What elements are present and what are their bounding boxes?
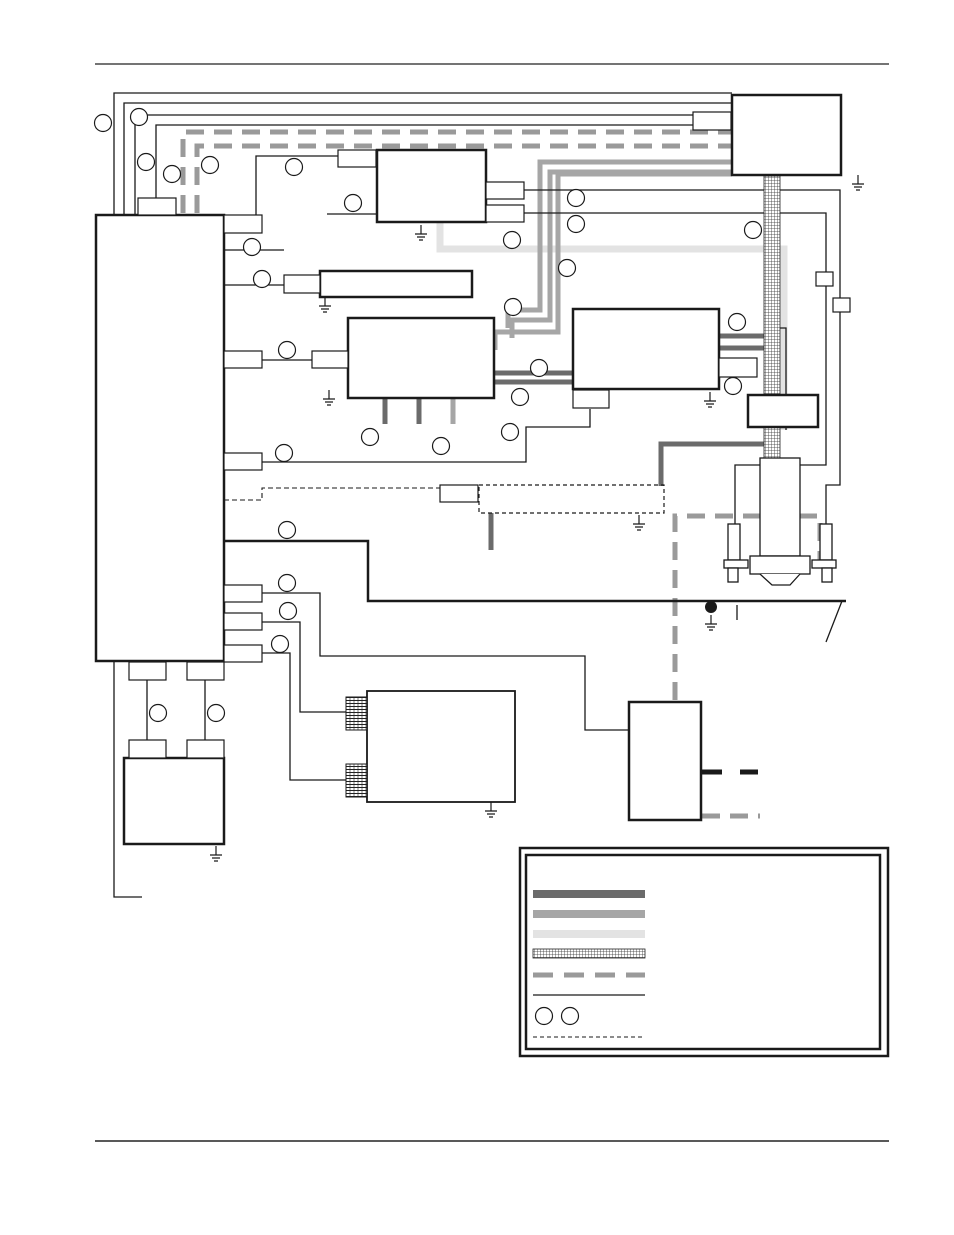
ground-symbol — [415, 225, 427, 241]
connector — [223, 452, 263, 471]
connector — [223, 644, 263, 663]
callout-circle — [727, 312, 747, 332]
callout-circle — [270, 634, 290, 654]
upper-center-module — [375, 148, 488, 224]
callout-circle — [274, 443, 294, 463]
connector — [223, 214, 263, 234]
callout-circle — [566, 188, 586, 208]
dashed-wire — [224, 487, 440, 501]
connector — [718, 357, 758, 378]
callout-circle — [206, 703, 226, 723]
callout-circle — [136, 152, 156, 172]
callout-circle — [431, 436, 451, 456]
connector — [128, 661, 167, 681]
middle-right-module — [571, 307, 721, 391]
callout-circle — [93, 113, 113, 133]
callout-circle — [557, 258, 577, 278]
connector — [186, 739, 225, 759]
callout-circle — [162, 164, 182, 184]
ground-symbol — [319, 297, 331, 313]
legend — [518, 846, 890, 1058]
middle-left-module — [346, 316, 496, 400]
main-controller-board — [94, 213, 226, 663]
connector — [485, 181, 525, 200]
lower-left-module — [122, 756, 226, 846]
callout-circle — [510, 387, 530, 407]
callout-circle — [277, 340, 297, 360]
callout-circle — [252, 269, 272, 289]
ground-symbols — [210, 175, 864, 862]
ground-symbol — [323, 390, 335, 406]
connector — [485, 204, 525, 223]
callout-circle — [277, 573, 297, 593]
callout-circle — [529, 358, 549, 378]
callout-circles — [93, 107, 763, 723]
dashed-outline-module — [478, 484, 665, 514]
callout-circle — [503, 297, 523, 317]
legend-swatch-callout — [534, 1006, 554, 1026]
connector — [337, 149, 377, 168]
components — [94, 93, 843, 846]
callout-circle — [502, 230, 522, 250]
callout-circle — [129, 107, 149, 127]
connector — [223, 584, 263, 603]
ground-symbol — [485, 802, 497, 818]
connectors — [128, 111, 851, 759]
legend-swatch-ribbon — [532, 948, 646, 959]
callout-circle — [148, 703, 168, 723]
connector — [815, 271, 834, 287]
ground-symbol — [633, 515, 645, 531]
connector — [223, 350, 263, 369]
chassis-ground-wire — [224, 539, 846, 603]
callout-circle — [343, 193, 363, 213]
bottom-right-module — [627, 700, 703, 822]
callout-circle — [500, 422, 520, 442]
pin-connector — [345, 696, 368, 731]
connector — [186, 661, 225, 681]
connector — [223, 612, 263, 631]
connector — [283, 274, 321, 294]
legend-frame-inner — [524, 853, 882, 1051]
callout-circle — [278, 601, 298, 621]
ground-lug — [705, 601, 717, 613]
bottom-center-module — [366, 690, 516, 803]
connector — [572, 389, 610, 409]
callout-circle — [284, 157, 304, 177]
connector — [439, 484, 479, 503]
callout-circle — [200, 155, 220, 175]
callout-circle — [723, 376, 743, 396]
callout-circle — [277, 520, 297, 540]
ground-symbol — [704, 392, 716, 408]
legend-swatch-callout — [560, 1006, 580, 1026]
connector — [692, 111, 732, 131]
ground-symbol — [852, 175, 864, 191]
connector — [128, 739, 167, 759]
callout-circle — [242, 237, 262, 257]
monitor-mount-assembly — [723, 457, 837, 586]
callout-circle — [566, 214, 586, 234]
light-gray-cable-route — [436, 222, 788, 430]
connector — [832, 297, 851, 313]
ground-symbol — [210, 846, 222, 862]
ground-symbol — [705, 615, 717, 631]
top-right-module — [730, 93, 843, 177]
callout-circle — [743, 220, 763, 240]
connector — [137, 197, 177, 216]
right-small-module — [746, 393, 820, 429]
pin-connector — [345, 763, 368, 798]
callout-circle — [360, 427, 380, 447]
connector — [311, 350, 349, 369]
narrow-horizontal-module — [318, 269, 474, 299]
